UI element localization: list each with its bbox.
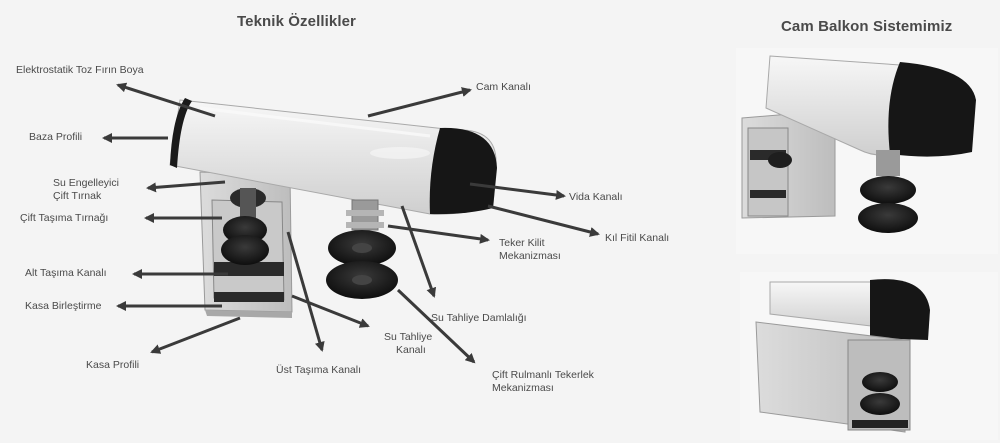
label-su-tahliye-damlaligi: Su Tahliye Damlalığı	[431, 312, 527, 324]
label-elektrostatik: Elektrostatik Toz Fırın Boya	[16, 64, 144, 76]
label-su-tahliye-kanali-line1: Su Tahliye	[384, 331, 433, 343]
wheel-assembly	[326, 199, 398, 299]
label-cift-rulmanli-line1: Çift Rulmanlı Tekerlek	[492, 369, 594, 381]
label-kil-fitil: Kıl Fitil Kanalı	[605, 232, 670, 244]
system-photo-bottom	[740, 272, 998, 440]
label-su-tahliye-kanali-line2: Kanalı	[396, 344, 426, 356]
label-su-engelleyici-line1: Su Engelleyici	[53, 177, 119, 189]
label-su-tahliye-kanali: Su Tahliye Kanalı	[384, 331, 432, 357]
label-cift-rulmanli-line2: Mekanizması	[492, 382, 554, 394]
label-kasa-profili: Kasa Profili	[86, 359, 140, 371]
label-teker-kilit: Teker Kilit Mekanizması	[499, 237, 561, 263]
callout-arrows	[102, 82, 600, 364]
label-teker-kilit-line1: Teker Kilit	[499, 237, 545, 249]
label-vida-kanali: Vida Kanalı	[569, 191, 623, 203]
label-ust-tasima: Üst Taşıma Kanalı	[276, 364, 362, 376]
system-photo-top	[736, 48, 998, 254]
label-su-engelleyici-line2: Çift Tırnak	[53, 190, 102, 202]
label-baza-profili: Baza Profili	[29, 131, 83, 143]
label-su-engelleyici: Su Engelleyici Çift Tırnak	[53, 177, 119, 203]
label-kasa-birlestirme: Kasa Birleştirme	[25, 300, 102, 312]
heading-teknik-ozellikler: Teknik Özellikler	[237, 13, 356, 30]
baza-profile	[169, 98, 497, 215]
label-cam-kanali: Cam Kanalı	[476, 81, 531, 93]
label-teker-kilit-line2: Mekanizması	[499, 250, 561, 262]
label-cift-rulmanli: Çift Rulmanlı Tekerlek Mekanizması	[492, 369, 594, 395]
heading-cam-balkon-sistemimiz: Cam Balkon Sistemimiz	[781, 18, 953, 35]
label-alt-tasima: Alt Taşıma Kanalı	[25, 267, 107, 279]
label-cift-tasima: Çift Taşıma Tırnağı	[20, 212, 109, 224]
inner-carriage	[221, 188, 269, 265]
